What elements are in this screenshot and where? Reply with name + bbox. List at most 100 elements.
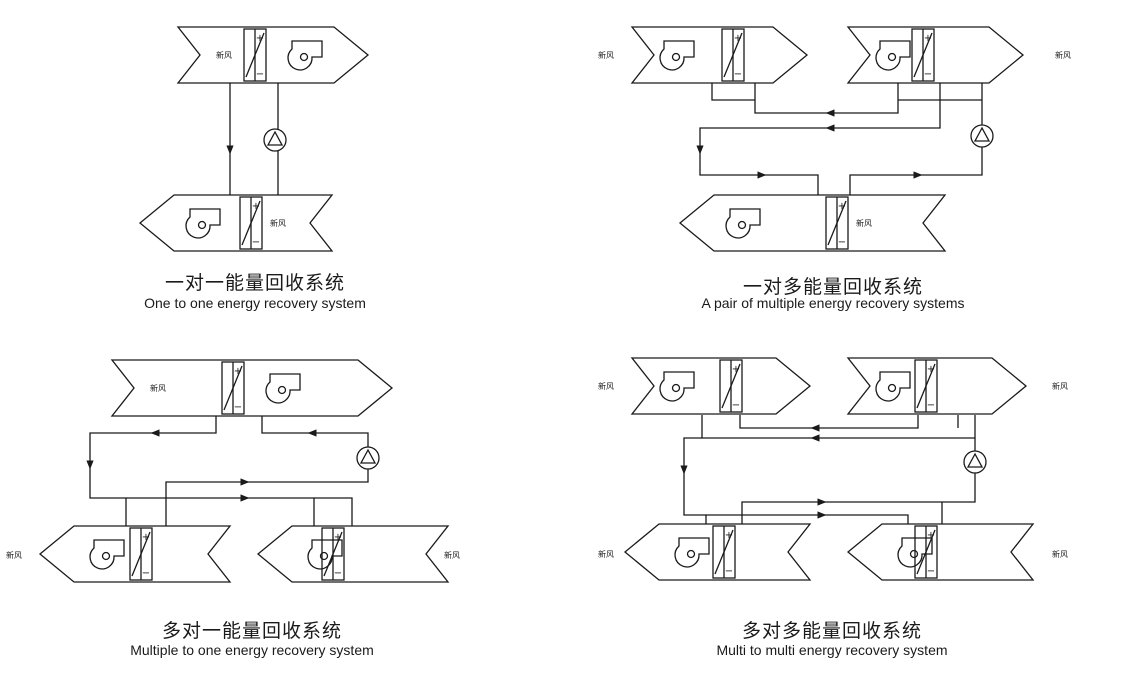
panel-4-title-cn: 多对多能量回收系统 <box>741 620 922 642</box>
fresh-air-label: 新风 <box>150 383 166 393</box>
fan-housing <box>307 539 343 570</box>
fan-hub <box>737 220 747 230</box>
fan-icon <box>89 539 125 570</box>
minus-sign: − <box>234 402 242 413</box>
p3-arrow-1 <box>150 429 160 437</box>
fan-icon <box>875 40 911 71</box>
coil-diagonal <box>827 200 847 246</box>
unit-body <box>846 523 1035 581</box>
unit-body <box>678 194 947 252</box>
fresh-air-label: 新风 <box>856 218 872 228</box>
fan-hub <box>671 52 681 62</box>
pump-triangle <box>359 448 377 464</box>
fan-icon <box>185 208 221 239</box>
fan-housing <box>659 371 695 402</box>
p2-pump-icon <box>970 124 994 148</box>
plus-sign: + <box>838 201 846 212</box>
p4-arrow-3 <box>680 465 688 475</box>
minus-sign: − <box>838 237 846 248</box>
minus-sign: − <box>734 69 742 80</box>
p1-pump-icon <box>263 128 287 152</box>
p4-fresh-air-label-left-lower: 新风 <box>598 549 614 559</box>
plus-sign: + <box>924 33 932 44</box>
fan-hub <box>319 551 329 561</box>
plus-sign: + <box>142 532 150 543</box>
panel-3-title-cn: 多对一能量回收系统 <box>161 620 342 642</box>
minus-sign: − <box>334 568 342 579</box>
fan-housing <box>659 40 695 71</box>
fan-housing <box>89 539 125 570</box>
p4-pump-icon <box>963 450 987 474</box>
p2-upper-unit-right: +− <box>846 26 1025 84</box>
p4-pipe-b <box>739 415 919 429</box>
plus-sign: + <box>725 530 733 541</box>
fan-icon <box>287 40 323 71</box>
plus-sign: + <box>256 33 264 44</box>
fan-hub <box>887 383 897 393</box>
p4-lower-unit-left: +− <box>623 523 812 581</box>
coil-diagonal <box>721 363 741 409</box>
fresh-air-label: 新风 <box>216 50 232 60</box>
fan-housing <box>875 371 911 402</box>
fan-hub <box>686 549 696 559</box>
panel-4-title-en: Multi to multi energy recovery system <box>716 642 948 658</box>
panel-2-title-en: A pair of multiple energy recovery syste… <box>701 295 965 311</box>
coil-diagonal <box>241 200 261 246</box>
fan-icon <box>897 537 933 568</box>
p4-arrow-2 <box>810 434 820 442</box>
panel-1-title-cn: 一对一能量回收系统 <box>164 272 345 294</box>
p1-lower-unit: +−新风 <box>138 194 334 252</box>
p4-upper-unit-right: +− <box>846 357 1028 415</box>
fan-hub <box>299 52 309 62</box>
pump-triangle <box>973 126 991 142</box>
fresh-air-label: 新风 <box>270 218 286 228</box>
unit-body <box>623 523 812 581</box>
fan-hub <box>197 220 207 230</box>
minus-sign: − <box>256 69 264 80</box>
p1-upper-unit: + − 新风 <box>176 26 370 84</box>
p4-fresh-air-label-right-lower: 新风 <box>1052 549 1068 559</box>
fan-housing <box>265 373 301 404</box>
fan-icon <box>659 40 695 71</box>
p2-pipe-b <box>754 80 899 114</box>
p2-lower-unit: + −新风 <box>678 194 947 252</box>
fan-icon <box>307 539 343 570</box>
coil-diagonal <box>131 531 151 577</box>
minus-sign: − <box>924 69 932 80</box>
coil-diagonal <box>916 363 936 409</box>
fan-housing <box>185 208 221 239</box>
p2-pipe-a <box>711 80 755 101</box>
minus-sign: − <box>142 568 150 579</box>
p2-arrow-4 <box>757 171 767 179</box>
p4-arrow-4 <box>817 498 827 506</box>
unit-body <box>138 194 334 252</box>
coil-diagonal <box>223 365 243 411</box>
fan-hub <box>101 551 111 561</box>
p2-arrow-3 <box>696 145 704 155</box>
p2-arrow-5 <box>913 171 923 179</box>
p1-arrow-down <box>226 145 234 155</box>
p4-upper-unit-left: +− <box>630 357 812 415</box>
fan-hub <box>671 383 681 393</box>
minus-sign: − <box>252 237 260 248</box>
pump-triangle <box>966 452 984 468</box>
p2-fresh-air-label-left: 新风 <box>598 50 614 60</box>
panel-3-title-en: Multiple to one energy recovery system <box>130 642 374 658</box>
plus-sign: + <box>927 530 935 541</box>
p4-lower-unit-right: +− <box>846 523 1035 581</box>
unit-body <box>256 525 450 583</box>
p3-lower-unit-right: +− <box>256 525 450 583</box>
p3-upper-unit: +−新风 <box>110 359 394 417</box>
p4-pipe-a <box>701 415 976 439</box>
p3-pump-icon <box>356 446 380 470</box>
coil-diagonal <box>913 32 933 78</box>
p3-arrow-4 <box>240 478 250 486</box>
coil-diagonal <box>323 531 343 577</box>
fan-icon <box>659 371 695 402</box>
p4-arrow-1 <box>810 424 820 432</box>
fan-housing <box>725 208 761 239</box>
p3-arrow-5 <box>240 494 250 502</box>
p2-fresh-air-label-right: 新风 <box>1055 50 1071 60</box>
coil-diagonal <box>916 529 936 575</box>
p2-arrow-2 <box>825 124 835 132</box>
